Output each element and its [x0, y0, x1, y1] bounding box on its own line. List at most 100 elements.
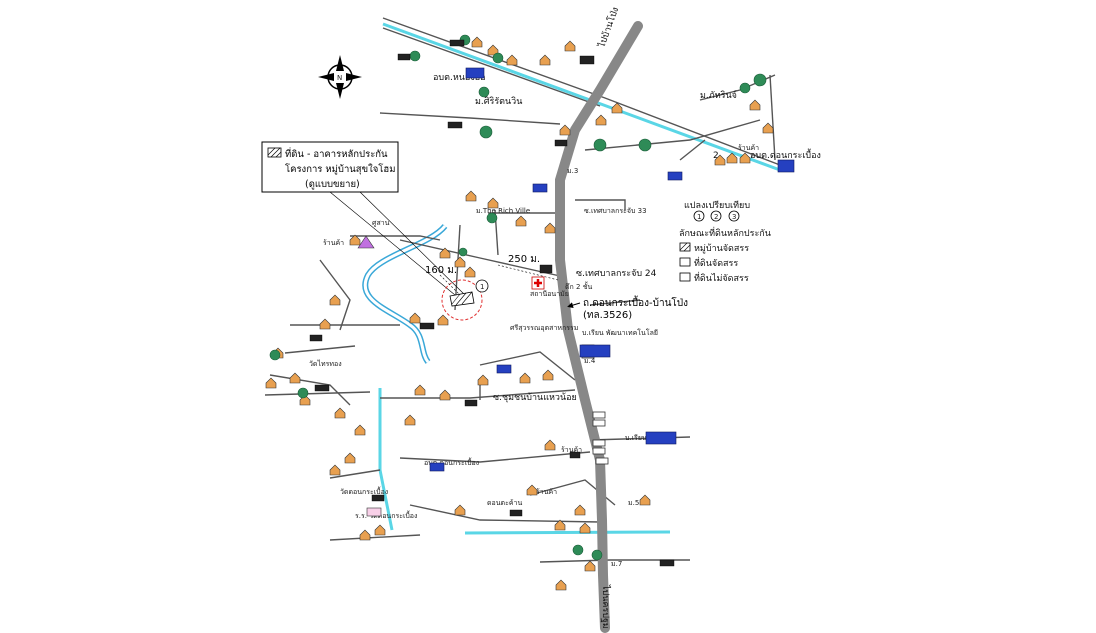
- compass: N: [318, 55, 362, 99]
- label-hospital: สถานีอนามัย: [530, 290, 569, 298]
- road-west-6: [264, 391, 371, 396]
- label-moo-5: ม.5: [628, 499, 639, 507]
- label-moo-pakkard: ม.ภัทรินจ์: [700, 89, 737, 101]
- label-aorbortor-2: อบต.ดอนกระเบื้อง: [750, 148, 821, 161]
- road-label-to-banpong: ไปบ้านโป่ง: [596, 6, 621, 50]
- legend-swatch-allocated: [679, 257, 691, 267]
- road-ne-branch: [584, 119, 761, 151]
- info-box-line2: โครงการ หมู่บ้านสุขใจโฮม: [285, 163, 395, 175]
- canal-south: [464, 530, 671, 535]
- label-don-takan: ดอนตะค้าน: [487, 499, 522, 507]
- main-road-number: (ทล.3526): [583, 310, 632, 321]
- temple-icon: [357, 235, 375, 249]
- info-box-hatch-lines: [267, 147, 282, 158]
- house-icon: [265, 36, 774, 591]
- map-symbols: [265, 34, 795, 591]
- distance-160: 160 ม.: [425, 265, 457, 276]
- label-sakusan: ศูสาน: [372, 219, 390, 227]
- comparable-marker-1: [475, 279, 489, 293]
- hospital-icon: [531, 276, 545, 290]
- road-east-2: [589, 299, 641, 306]
- label-shop-3: ร้านค้า: [738, 144, 759, 152]
- road-mid-4: [329, 469, 381, 479]
- factory-icon: [429, 67, 795, 472]
- legend: แปลงเปรียบเทียบ 1 2 3 ลักษณะที่ดินหลักปร…: [679, 200, 771, 284]
- label-moo-3: ม.3: [567, 167, 578, 175]
- road-top-2: [382, 27, 601, 107]
- road-west-4: [284, 345, 356, 354]
- road-west-1: [350, 235, 441, 241]
- main-road-name: ถ.ดอนกระเบื้อง-บ้านโป่ง: [583, 295, 688, 309]
- main-highway: [555, 21, 643, 633]
- place-labels: ม.ศิริรัตนวิน ม.The Rich Ville ม.ภัทรินจ…: [309, 72, 821, 568]
- building-icon: [309, 39, 675, 567]
- road-soi24: [399, 239, 561, 277]
- subject-property: 1 250 ม. 160 ม.: [425, 254, 559, 321]
- road-mid-3: [399, 451, 591, 463]
- soi-33-label: ซ.เทศบาลกระจับ 33: [584, 207, 647, 215]
- label-wat-don-krabuang: วัดดอนกระเบื้อง: [340, 485, 388, 496]
- road-mid-2: [479, 351, 576, 381]
- label-factory-2: บ.เรียน ฯ: [625, 434, 653, 442]
- river-west-inner: [363, 224, 447, 363]
- label-moo-7: ม.7: [611, 560, 622, 568]
- legend-marker-1-label: 1: [697, 213, 701, 221]
- legend-swatch-housing-hatch: [679, 242, 691, 252]
- community-soi-label: ซ.ชุมชนบ้านแหวน้อย: [493, 392, 577, 403]
- school-icon: [366, 507, 382, 517]
- legend-marker-3-label: 3: [732, 213, 736, 221]
- subject-parcel: [449, 291, 475, 307]
- tree-icon: [269, 34, 767, 561]
- distance-250: 250 ม.: [508, 254, 540, 265]
- canal-south-west: [378, 388, 394, 531]
- legend-marker-2-label: 2: [714, 213, 718, 221]
- road-ne-v: [769, 74, 776, 161]
- river-west: [362, 223, 448, 364]
- road-ne-short: [679, 139, 706, 161]
- road-south-4: [329, 534, 421, 541]
- legend-title: แปลงเปรียบเทียบ: [684, 200, 750, 211]
- label-moo-jirawat: ม.ศิริรัตนวิน: [475, 96, 522, 107]
- label-moo-4: ม.4: [584, 357, 596, 365]
- road-label-to-nakhonpathom: ไปนครปฐม: [600, 584, 611, 629]
- soi-24-label: ซ.เทศบาลกระจับ 24: [576, 269, 657, 279]
- legend-item-housing: หมู่บ้านจัดสรร: [694, 243, 749, 254]
- legend-item-allocated: ที่ดินจัดสรร: [694, 256, 738, 269]
- road-west-2: [319, 259, 351, 331]
- main-road-arrow: [567, 302, 581, 309]
- label-factory-1: บ.เรียน พัฒนาเทคโนโลยี: [582, 328, 658, 337]
- legend-marker-1: [693, 210, 705, 222]
- label-shop-2: ร้านค้า: [561, 446, 582, 454]
- road-mid-1: [380, 389, 576, 399]
- compass-north: N: [337, 74, 342, 82]
- legend-item-unallocated: ที่ดินไม่จัดสรร: [694, 271, 749, 284]
- subject-dashed-circle: [441, 279, 483, 321]
- info-box-line3: (ดูแบบขยาย): [305, 179, 360, 190]
- label-shop-1: ร้านค้า: [323, 239, 344, 247]
- legend-swatch-unallocated: [679, 272, 691, 282]
- info-box-frame: [261, 141, 399, 193]
- road-upper-west: [379, 112, 561, 125]
- compass-needle: [318, 55, 362, 99]
- road-south-1: [409, 504, 601, 523]
- legend-swatch-housing: [679, 242, 691, 252]
- legend-subtitle: ลักษณะที่ดินหลักประกัน: [679, 226, 771, 239]
- subject-parcel-hatch: [451, 291, 473, 306]
- legend-marker-3: [728, 210, 740, 222]
- label-temple: วัดไทรทอง: [309, 359, 342, 368]
- callout-lines: [329, 191, 466, 296]
- label-aorbortor-3: อบต.ดอนกระเบื้อง: [424, 456, 479, 467]
- info-box-hatch: [267, 147, 282, 158]
- label-cement: ศรีสุวรรณอุตสาหกรรม: [510, 324, 578, 332]
- distance-160-line: [439, 274, 461, 296]
- info-box: ที่ดิน - อาคารหลักประกัน โครงการ หมู่บ้า…: [261, 141, 466, 296]
- road-right-1: [575, 199, 626, 210]
- legend-marker-2: [710, 210, 722, 222]
- label-two-storey: ตึก 2 ชั้น: [565, 280, 592, 291]
- comparable-marker-1-label: 1: [480, 283, 484, 291]
- label-school: ร.ร. วัดดอนกระเบื้อง: [355, 509, 417, 520]
- label-the-rich-ville: ม.The Rich Ville: [476, 207, 530, 215]
- label-aorbortor-1: อบต.หนองอ้อ: [433, 72, 486, 83]
- label-shop-4: ร้านค้า: [536, 488, 557, 496]
